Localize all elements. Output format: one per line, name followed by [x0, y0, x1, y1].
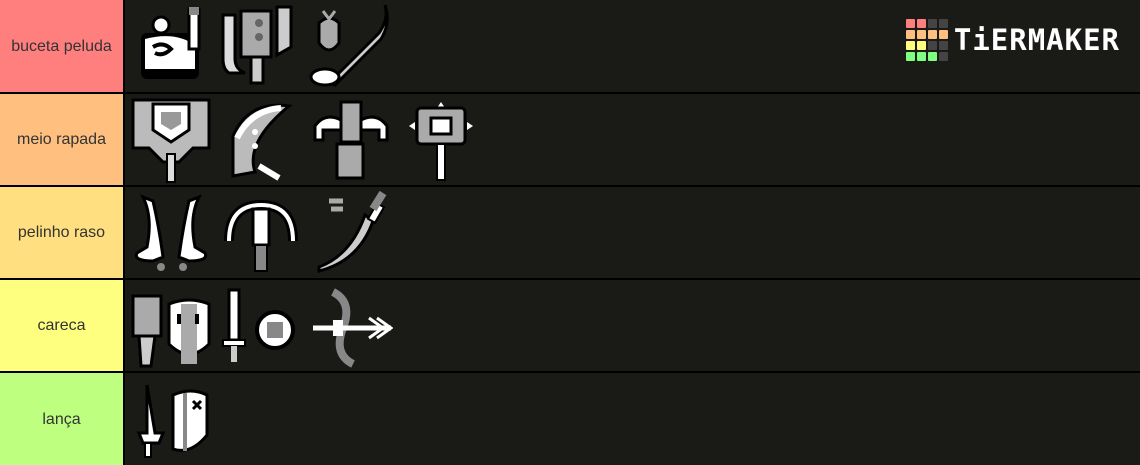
hunting-horn-icon[interactable]	[129, 2, 213, 90]
hammer-icon[interactable]	[399, 96, 483, 184]
tier-items[interactable]	[125, 94, 1140, 185]
tier-row-b: pelinho raso	[0, 187, 1140, 278]
sword-and-shield-icon[interactable]	[219, 282, 303, 370]
logo-grid-icon	[905, 19, 948, 61]
tier-row-c: careca	[0, 280, 1140, 371]
heavy-bowgun-icon[interactable]	[309, 96, 393, 184]
tier-items[interactable]	[125, 373, 1140, 465]
tier-label[interactable]: meio rapada	[0, 94, 123, 185]
tier-items[interactable]	[125, 280, 1140, 371]
logo-text: TiERMAKER	[953, 23, 1120, 57]
charge-blade-icon[interactable]	[219, 2, 303, 90]
tier-items[interactable]	[125, 187, 1140, 278]
tier-label[interactable]: pelinho raso	[0, 187, 123, 278]
dual-blades-icon[interactable]	[129, 189, 213, 277]
long-sword-icon[interactable]	[309, 189, 393, 277]
tier-row-s: buceta peluda	[0, 0, 1140, 92]
switch-axe-icon[interactable]	[129, 96, 213, 184]
bow-icon[interactable]	[309, 282, 393, 370]
tier-items[interactable]	[125, 0, 1140, 92]
light-bowgun-icon[interactable]	[219, 189, 303, 277]
tier-label[interactable]: careca	[0, 280, 123, 371]
lance-icon[interactable]	[129, 375, 213, 463]
tier-row-d: lança	[0, 373, 1140, 465]
tiermaker-logo: TiERMAKER	[905, 19, 1120, 61]
tier-label[interactable]: lança	[0, 373, 123, 465]
gunlance-icon[interactable]	[129, 282, 213, 370]
great-sword-icon[interactable]	[219, 96, 303, 184]
tier-row-a: meio rapada	[0, 94, 1140, 185]
insect-glaive-icon[interactable]	[309, 2, 393, 90]
tier-label[interactable]: buceta peluda	[0, 0, 123, 92]
